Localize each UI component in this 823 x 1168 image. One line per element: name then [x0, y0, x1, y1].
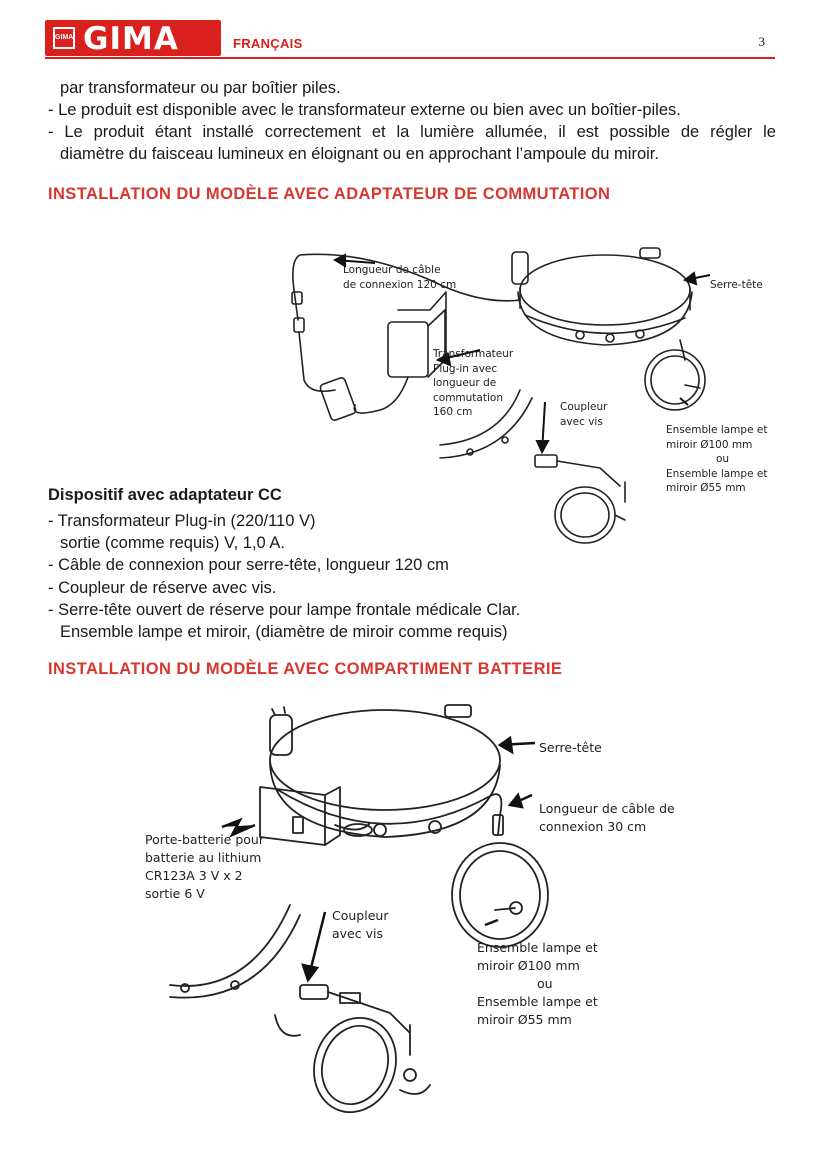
callout-line: commutation — [433, 391, 503, 404]
spec-item: Ensemble lampe et miroir, (diamètre de m… — [60, 623, 508, 642]
callout-line: 160 cm — [433, 406, 473, 418]
callout-line: connexion 30 cm — [539, 819, 647, 834]
callout-line: miroir Ø100 mm — [666, 438, 753, 451]
callout-transformer: Transformateur Plug-in avec longueur de … — [433, 347, 513, 420]
page-number: 3 — [758, 34, 766, 49]
callout-line: avec vis — [560, 415, 603, 428]
spec-item: - Serre-tête ouvert de réserve pour lamp… — [48, 600, 521, 619]
callout-line: Ensemble lampe et — [666, 424, 768, 436]
callout-line: CR123A 3 V x 2 — [145, 868, 243, 883]
callout-line: de connexion 120 cm — [343, 278, 457, 291]
brand-name: GIMA — [83, 21, 179, 57]
callout-cable-30: Longueur de câble de connexion 30 cm — [539, 800, 675, 836]
callout-line: batterie au lithium — [145, 850, 262, 865]
callout-lamp-mirror: Ensemble lampe et miroir Ø100 mm ou Ense… — [666, 423, 767, 496]
callout-line: Longueur de câble de — [539, 801, 675, 816]
callout-lamp-mirror-2: Ensemble lampe et miroir Ø100 mm ou Ense… — [477, 939, 598, 1029]
intro-line: - Le produit est disponible avec le tran… — [48, 101, 681, 119]
section-title-battery: INSTALLATION DU MODÈLE AVEC COMPARTIMENT… — [48, 660, 563, 678]
callout-coupler: Coupleur avec vis — [560, 400, 607, 429]
callout-line: miroir Ø55 mm — [477, 1012, 572, 1027]
callout-coupler-2: Coupleur avec vis — [332, 907, 388, 943]
callout-line: Coupleur — [560, 401, 608, 413]
specs-title: Dispositif avec adaptateur CC — [48, 486, 282, 504]
callout-line: Porte-batterie pour — [145, 832, 264, 847]
spec-item: - Transformateur Plug-in (220/110 V) — [48, 512, 316, 530]
spec-item: - Câble de connexion pour serre-tête, lo… — [48, 556, 449, 575]
spec-item: sortie (comme requis) V, 1,0 A. — [60, 534, 285, 553]
headband-illustration — [511, 247, 693, 346]
callout-line: Ensemble lampe et — [666, 467, 768, 480]
intro-line: diamètre du faisceau lumineux en éloigna… — [60, 145, 659, 163]
callout-line: miroir Ø55 mm — [666, 482, 746, 494]
callout-line: Longueur de câble — [343, 264, 441, 276]
callout-headband-2: Serre-tête — [539, 739, 602, 757]
page-header: GIMA GIMA FRANÇAIS 3 — [45, 18, 775, 60]
callout-line: Transformateur — [433, 348, 514, 360]
callout-headband: Serre-tête — [710, 278, 763, 293]
callout-line: Serre-tête — [539, 740, 602, 755]
callout-line: longueur de — [433, 377, 497, 389]
callout-cable-120: Longueur de câble de connexion 120 cm — [343, 263, 456, 292]
section-title-adapter: INSTALLATION DU MODÈLE AVEC ADAPTATEUR D… — [48, 185, 611, 203]
spec-item: - Coupleur de réserve avec vis. — [48, 578, 277, 597]
language-label: FRANÇAIS — [233, 36, 303, 51]
header-rule — [45, 57, 775, 59]
logo-emblem-icon: GIMA — [53, 27, 75, 49]
intro-line: par transformateur ou par boîtier piles. — [60, 79, 341, 97]
battery-model-diagram — [169, 704, 549, 1114]
callout-line: sortie 6 V — [145, 886, 205, 901]
intro-line: - Le produit étant installé correctement… — [48, 123, 776, 141]
callout-battery-holder: Porte-batterie pour batterie au lithium … — [145, 831, 264, 903]
specs-list: - Transformateur Plug-in (220/110 V) sor… — [48, 510, 520, 643]
callout-line: Plug-in avec — [433, 362, 498, 375]
callout-line: Serre-tête — [710, 279, 763, 291]
adapter-model-diagram — [291, 247, 711, 544]
callout-or: ou — [716, 453, 730, 465]
callout-line: Coupleur — [332, 908, 389, 923]
callout-line: miroir Ø100 mm — [477, 958, 580, 973]
callout-line: Ensemble lampe et — [477, 994, 598, 1009]
callout-or: ou — [537, 976, 553, 991]
callout-line: avec vis — [332, 926, 383, 941]
gima-logo: GIMA GIMA — [45, 20, 221, 57]
callout-line: Ensemble lampe et — [477, 940, 598, 955]
intro-text: par transformateur ou par boîtier piles.… — [48, 77, 776, 165]
